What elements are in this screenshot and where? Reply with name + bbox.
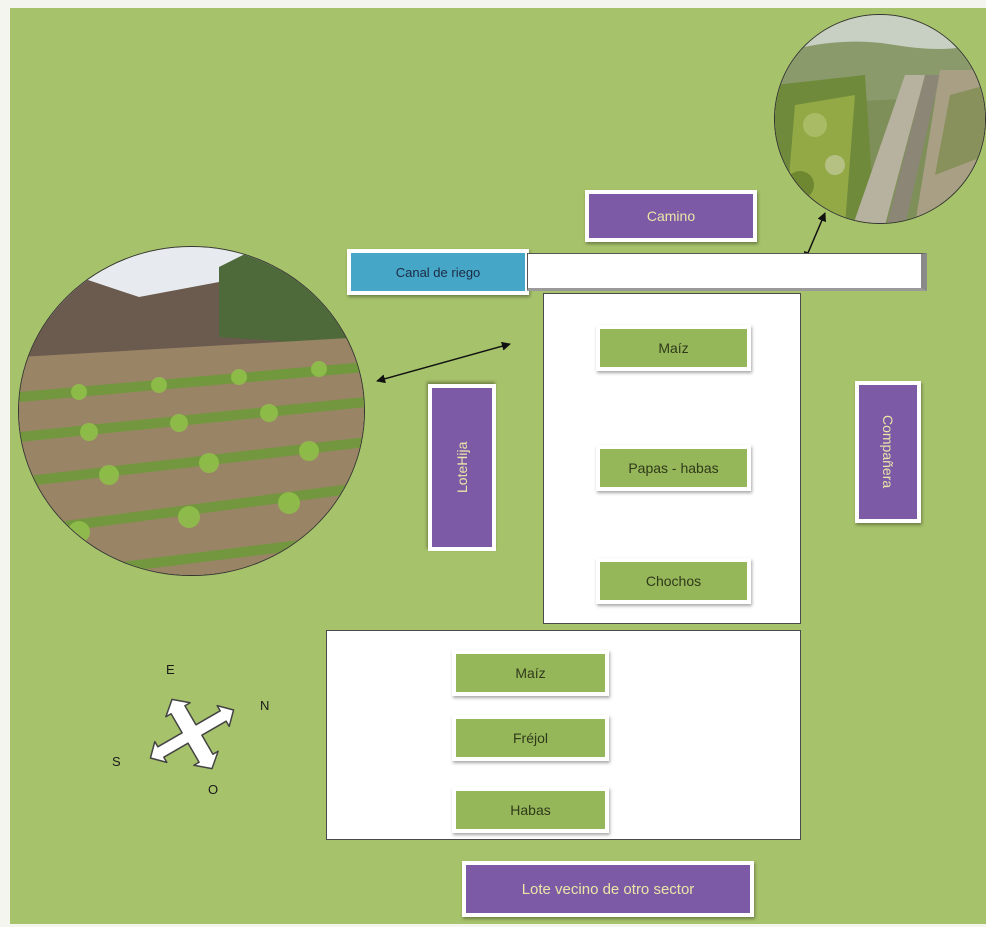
farm-map: Camino Canal de riego Maíz Papas - habas… xyxy=(10,8,986,924)
lower-crop-habas: Habas xyxy=(452,787,609,833)
irrigation-canal-bar xyxy=(527,253,927,291)
lote-hija-label: LoteHija xyxy=(428,384,496,551)
lower-crop-frejol: Fréjol xyxy=(452,715,609,761)
canal-label: Canal de riego xyxy=(347,249,529,295)
upper-crop-chochos: Chochos xyxy=(596,558,751,604)
companera-label: Compañera xyxy=(855,381,921,523)
crop-field-photo xyxy=(18,246,365,576)
upper-crop-maiz: Maíz xyxy=(596,325,751,371)
compass: E N S O xyxy=(110,658,300,808)
camino-label: Camino xyxy=(585,190,757,242)
compass-south: S xyxy=(112,754,121,769)
irrigation-canal-photo xyxy=(774,14,986,224)
compass-north: N xyxy=(260,698,270,713)
arrow-field-to-plot xyxy=(376,341,511,384)
lower-crop-maiz: Maíz xyxy=(452,650,609,696)
lote-vecino-label: Lote vecino de otro sector xyxy=(462,861,754,917)
compass-east: E xyxy=(166,662,175,677)
compass-arrows-icon xyxy=(149,698,235,770)
compass-west: O xyxy=(208,782,219,797)
upper-crop-papas-habas: Papas - habas xyxy=(596,445,751,491)
